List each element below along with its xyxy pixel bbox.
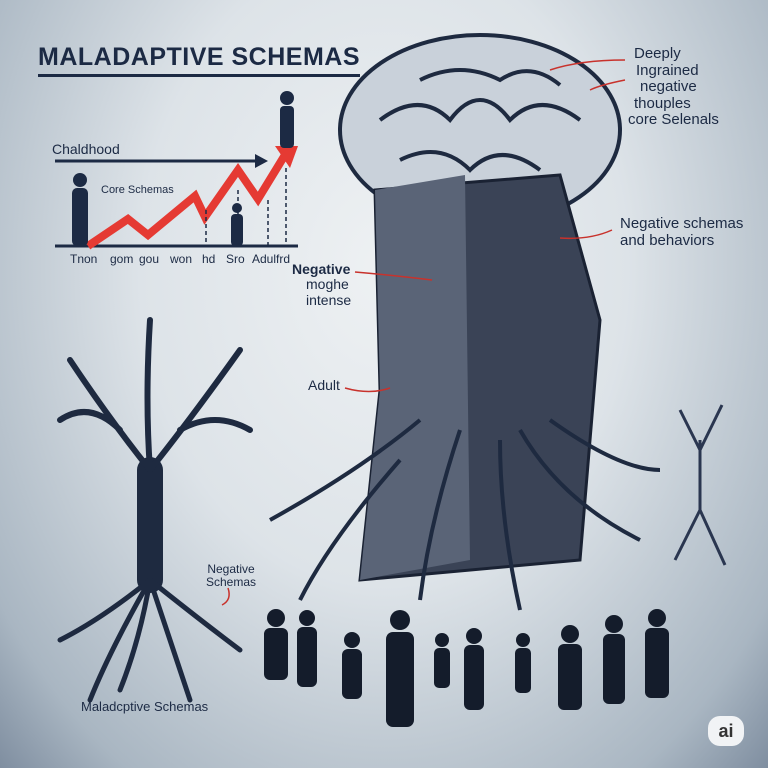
arrow-head-icon: [255, 154, 268, 168]
red-trend-arrow: [85, 147, 292, 250]
negative-behaviors-callout: Negative schemas and behaviors: [620, 215, 744, 249]
page-title: MALADAPTIVE SCHEMAS: [38, 43, 361, 77]
axis-label: Adulfrd: [252, 252, 291, 266]
axis-label: Tnon: [70, 252, 98, 266]
core-schemas-label: Core Schemas: [101, 184, 174, 196]
callout-line: core Selenals: [628, 111, 719, 128]
timeline-chart: [55, 91, 298, 250]
negative-intense-callout: Negative moghe intense: [292, 261, 352, 308]
person-silhouettes: [72, 91, 294, 246]
callout-line: thouples: [634, 94, 691, 112]
axis-label: gou: [139, 252, 160, 266]
callout-line: Schemas: [206, 575, 257, 590]
tree-negative-schemas: Negative Schemas: [206, 562, 257, 590]
axis-label: won: [170, 252, 193, 266]
axis-label: gom: [110, 252, 134, 266]
crowd-silhouettes: [264, 609, 669, 727]
callout-lines: [221, 59, 626, 606]
adult-callout: Adult: [308, 377, 340, 393]
roots: [269, 418, 661, 611]
left-tree: [57, 317, 253, 703]
callout-line: negative: [640, 78, 697, 95]
axis-label: hd: [202, 252, 216, 266]
axis-label: Sro: [226, 252, 245, 266]
deeply-ingrained-callout: Deeply Ingrained negative thouples core …: [628, 45, 719, 129]
childhood-label: Chaldhood: [52, 141, 120, 157]
callout-line: Negative: [292, 261, 351, 277]
building-tower: [358, 173, 602, 582]
callout-line: Negative schemas: [620, 215, 744, 232]
bottom-caption: Maladcptive Schemas: [81, 699, 209, 714]
ai-badge: ai: [708, 716, 744, 746]
callout-line: Negative: [207, 562, 255, 576]
callout-line: Ingrained: [636, 61, 699, 79]
small-tree: [673, 404, 727, 566]
callout-line: moghe: [306, 276, 349, 293]
callout-line: Deeply: [634, 45, 681, 62]
callout-line: intense: [306, 291, 352, 308]
callout-line: and behaviors: [620, 231, 715, 249]
